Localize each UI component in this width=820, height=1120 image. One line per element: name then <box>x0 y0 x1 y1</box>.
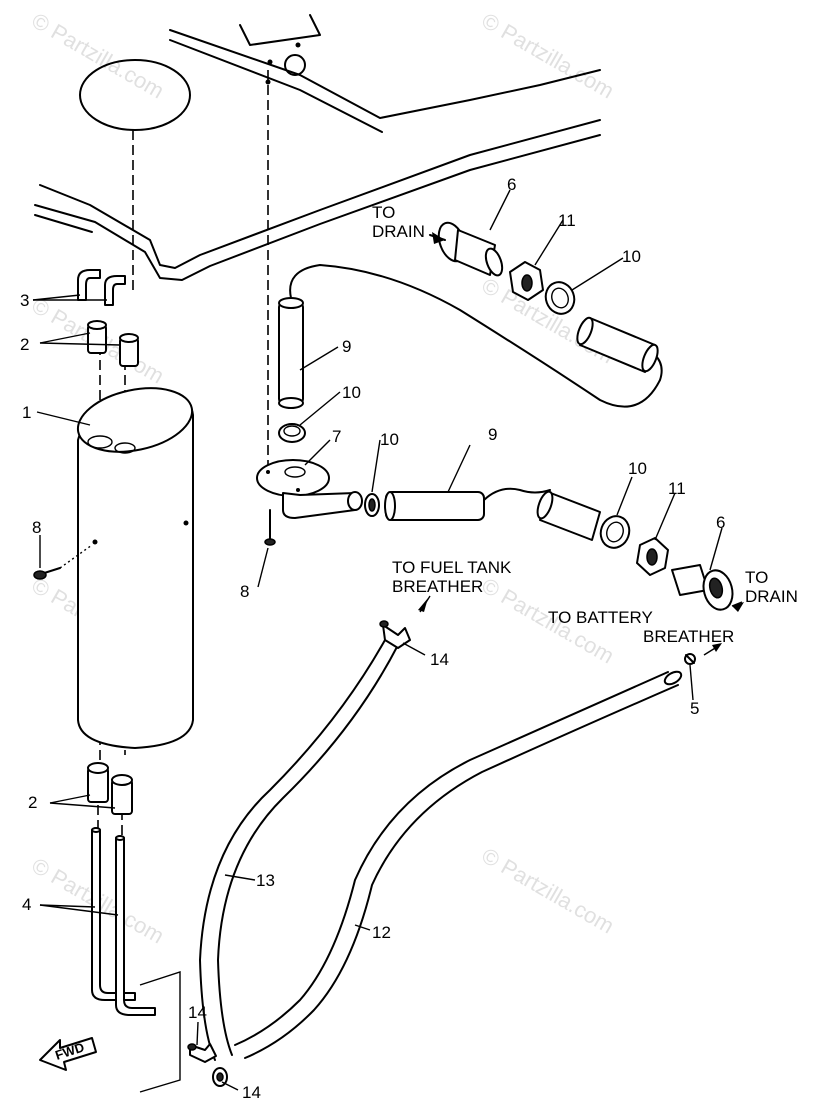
part-12-breather-hose <box>234 670 683 1059</box>
leader-lines <box>32 189 743 1091</box>
callout-7: 7 <box>332 427 341 446</box>
part-6-drain-fitting-lower <box>671 564 734 611</box>
part-8-screw-left <box>33 544 93 580</box>
part-4-tubes <box>91 827 181 1093</box>
part-10-clamp-mid <box>364 493 380 517</box>
part-8-screw-center <box>264 509 276 546</box>
callout-2-top: 2 <box>20 335 29 354</box>
callout-8-left: 8 <box>32 518 41 537</box>
watermark: © Partzilla.com <box>28 8 169 104</box>
hose-segment-upper-right <box>576 316 659 373</box>
callout-3: 3 <box>20 291 29 310</box>
callout-14-left: 14 <box>188 1003 207 1022</box>
callout-numbers: 3 2 1 8 2 4 9 10 7 8 10 9 6 11 10 10 11 … <box>20 175 725 1102</box>
callout-9-horizontal: 9 <box>488 425 497 444</box>
callout-14-bottom: 14 <box>242 1083 261 1102</box>
callout-9-upper: 9 <box>342 337 351 356</box>
fwd-arrow: FWD <box>39 1037 97 1071</box>
part-13-breather-hose <box>199 639 399 1061</box>
callout-1: 1 <box>22 403 31 422</box>
callout-8-center: 8 <box>240 582 249 601</box>
callout-10-upper-right: 10 <box>622 247 641 266</box>
part-10-clamp-upper-right <box>544 281 576 315</box>
callout-10-right-lower: 10 <box>628 459 647 478</box>
watermark: © Partzilla.com <box>478 843 619 939</box>
watermark: © Partzilla.com <box>478 8 619 104</box>
part-11-nut-right-lower <box>636 537 669 576</box>
part-9-hose-upper <box>278 264 663 409</box>
part-9-hose-horizontal <box>384 487 551 521</box>
callout-6-lower: 6 <box>716 513 725 532</box>
deck-bolt-hole <box>284 54 306 76</box>
deck-opening <box>79 59 191 131</box>
callout-10-upper: 10 <box>342 383 361 402</box>
callout-14-top: 14 <box>430 650 449 669</box>
part-7-fitting-plate <box>256 459 363 519</box>
part-1-canister <box>76 387 194 749</box>
part-2-grommets-top <box>87 320 139 367</box>
destination-arrows <box>418 232 744 652</box>
callout-10-mid: 10 <box>380 430 399 449</box>
part-6-drain-fitting-upper <box>429 221 504 277</box>
callout-11-upper: 11 <box>558 211 576 230</box>
callout-5: 5 <box>690 699 699 718</box>
callout-2-bottom: 2 <box>28 793 37 812</box>
part-5-clip <box>684 653 696 665</box>
part-11-nut-upper <box>509 261 544 301</box>
callout-13: 13 <box>256 871 275 890</box>
part-10-clamp-upper <box>278 423 306 443</box>
hull-deck <box>34 14 601 281</box>
part-3-elbow-hoses <box>77 269 126 306</box>
hose-segment-right <box>536 490 601 541</box>
part-14-clamps <box>187 620 411 1087</box>
part-10-clamp-right-lower <box>599 515 631 549</box>
callout-11-right-lower: 11 <box>668 479 686 498</box>
callout-4: 4 <box>22 895 31 914</box>
part-2-grommets-bottom <box>87 762 133 815</box>
callout-6-upper: 6 <box>507 175 516 194</box>
callout-12: 12 <box>372 923 391 942</box>
